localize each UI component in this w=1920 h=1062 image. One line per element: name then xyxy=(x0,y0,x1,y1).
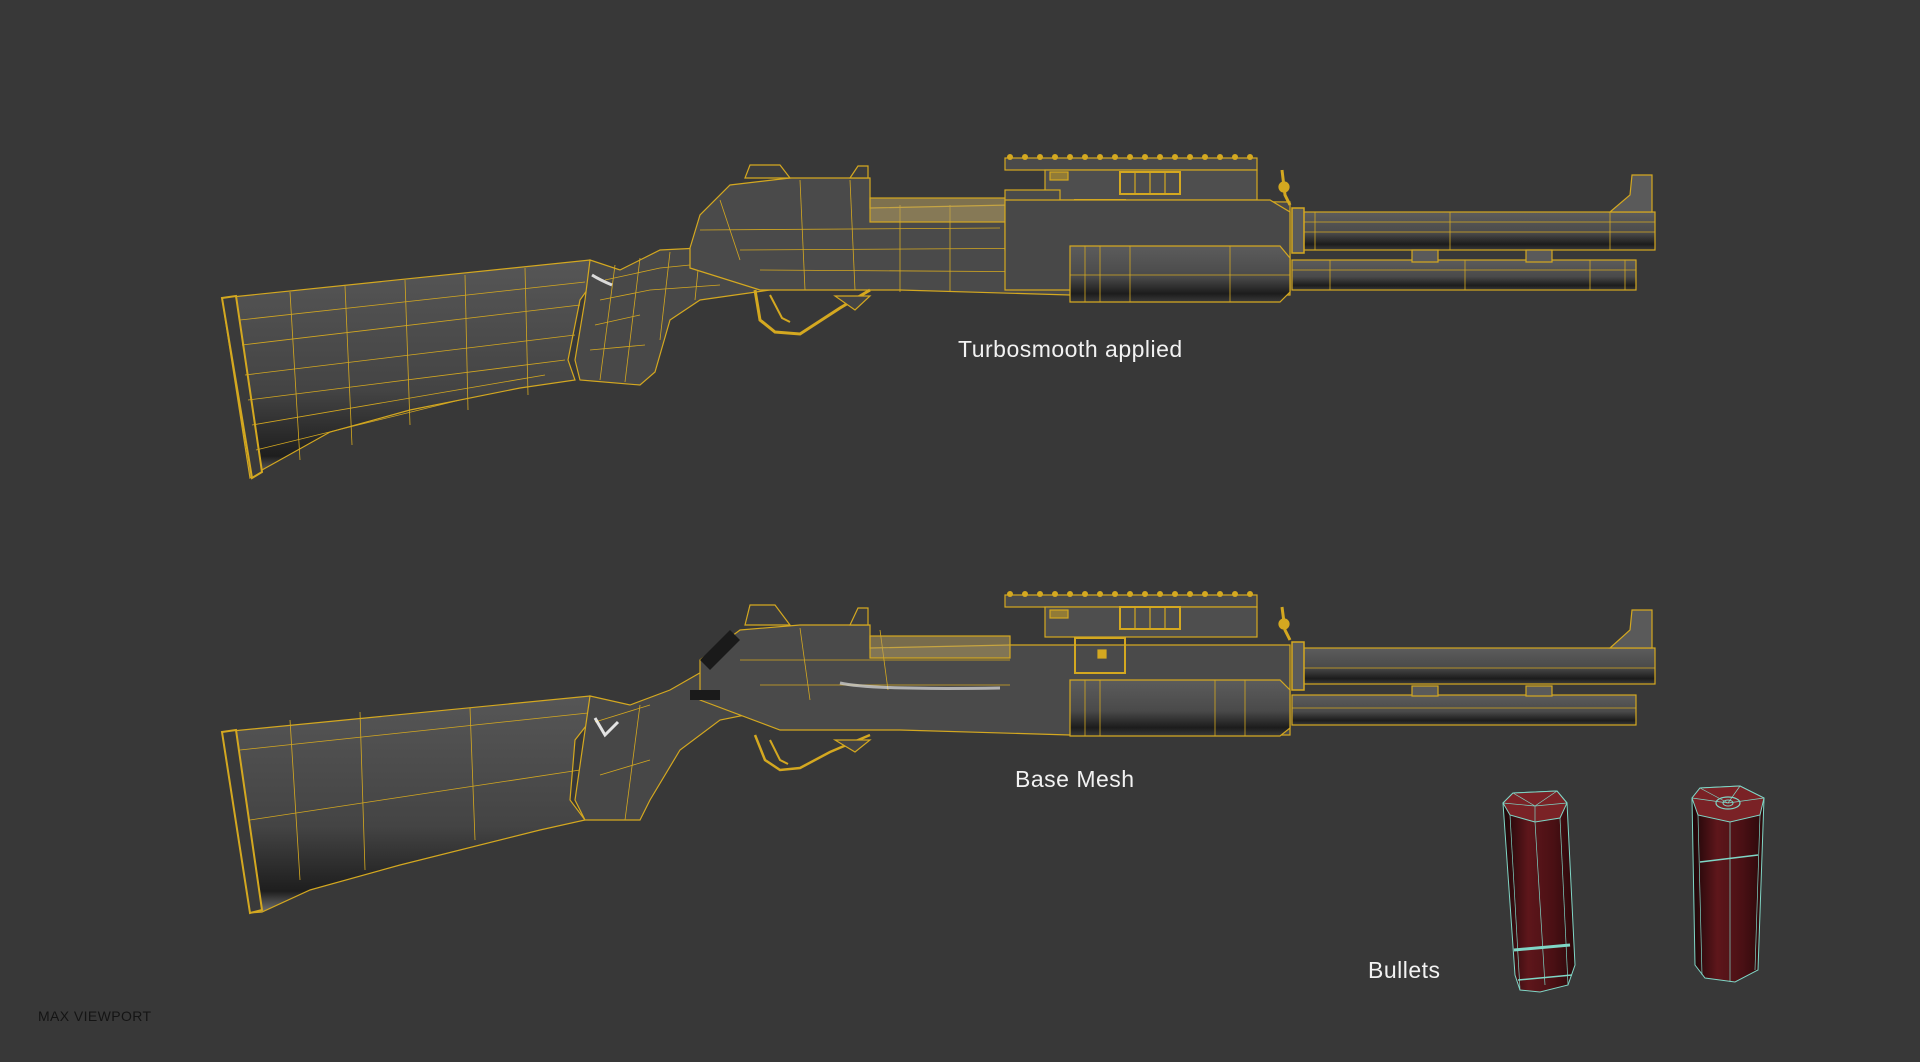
turbosmooth-label: Turbosmooth applied xyxy=(958,336,1183,362)
viewport-name-label: MAX VIEWPORT xyxy=(38,1008,152,1024)
shotgun-base-mesh-model[interactable] xyxy=(220,591,1656,915)
shotgun-turbosmooth-model[interactable] xyxy=(220,154,1656,480)
bullet-model-1[interactable] xyxy=(1502,790,1576,993)
base-mesh-label: Base Mesh xyxy=(1015,766,1135,792)
bullets-label: Bullets xyxy=(1368,957,1441,983)
bullet-model-2[interactable] xyxy=(1691,785,1765,983)
